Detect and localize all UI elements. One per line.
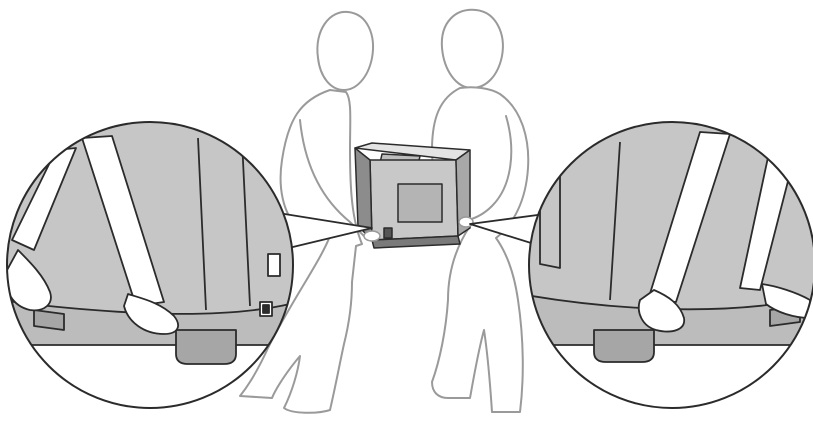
printer-port: [384, 228, 392, 238]
person-right-body: [432, 87, 528, 412]
printer-foot-left: [176, 330, 236, 364]
zoom-circle-right: [520, 100, 813, 408]
person-left-head: [317, 12, 373, 90]
person-right-head: [442, 10, 503, 88]
printer-latch-left: [268, 254, 280, 276]
printer-foot-left-2: [34, 310, 64, 330]
hand-icon: [364, 231, 380, 241]
zoom-circle-left: [0, 100, 300, 408]
hand-icon: [459, 217, 473, 227]
printer-door: [398, 184, 442, 222]
printer-foot-right: [594, 330, 654, 362]
